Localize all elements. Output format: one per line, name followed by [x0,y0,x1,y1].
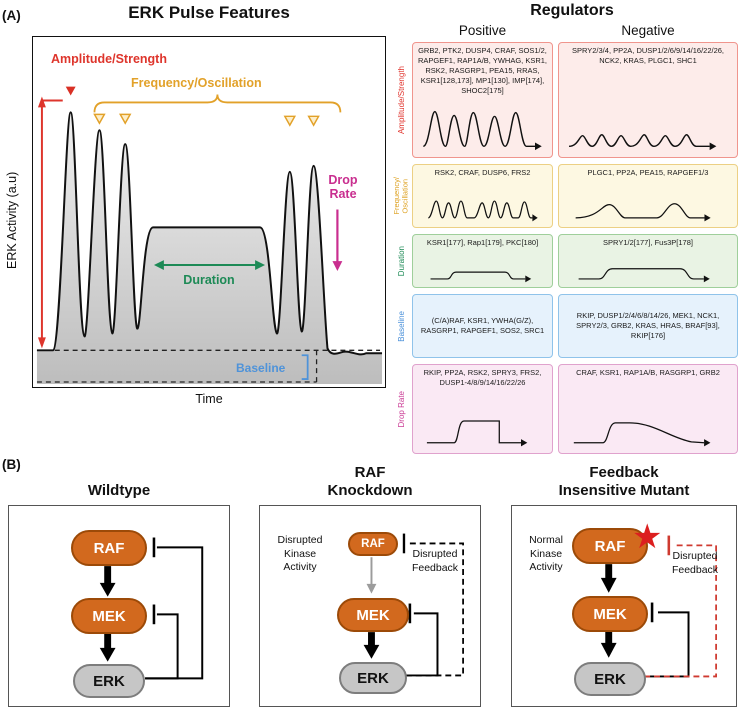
mek-node: MEK [337,598,409,632]
duration-positive-cell: KSR1[177], Rap1[179], PKC[180] [412,234,553,288]
amplitude-negative-genes: SPRY2/3/4, PP2A, DUSP1/2/6/9/14/16/22/26… [571,46,725,65]
waveform-frequency-positive-icon [427,200,538,222]
frequency-marker-triangles [93,113,320,127]
column-header-negative: Negative [621,23,675,38]
feedback-insensitive-title: Feedback Insensitive Mutant [558,464,690,499]
erk-curve-fill [36,112,383,385]
column-header-positive: Positive [458,23,507,38]
frequency-negative-genes: PLGC1, PP2A, PEA15, RAPGEF1/3 [587,168,709,177]
row-label-frequency-oscillation: Frequency/ Oscillation [392,177,410,215]
amplitude-marker-triangle [65,86,76,96]
drop-rate-positive-cell: RKIP, PP2A, RSK2, SPRY3, FRS2, DUSP1-4/8… [412,364,553,454]
amplitude-negative-cell: SPRY2/3/4, PP2A, DUSP1/2/6/9/14/16/22/26… [558,42,738,158]
waveform-amplitude-negative-icon [568,134,717,151]
feedback-insensitive-arrows-svg [600,535,717,678]
duration-annotation: Duration [183,273,235,287]
raf-knockdown-diagram: RAF MEK ERK Disrupted Kinase Activity Di… [259,505,481,707]
raf-node: RAF [348,532,398,556]
row-label-amplitude-strength: Amplitude/Strength [397,65,407,135]
row-label-baseline: Baseline [397,310,407,342]
frequency-negative-cell: PLGC1, PP2A, PEA15, RAPGEF1/3 [558,164,738,228]
raf-knockdown-arrows-svg [363,533,464,677]
drop-rate-negative-cell: CRAF, KSR1, RAP1A/B, RASGRP1, GRB2 [558,364,738,454]
regulators-title: Regulators [530,2,614,19]
x-axis-label: Time [195,392,223,406]
erk-pulse-plot: Amplitude/Strength Frequency/Oscillation… [32,36,386,388]
drop-rate-negative-genes: CRAF, KSR1, RAP1A/B, RASGRP1, GRB2 [576,368,720,377]
y-axis-label: ERK Activity (a.u) [5,171,19,269]
erk-trace-svg [36,86,383,385]
baseline-dashed-lines [36,349,381,383]
raf-node: RAF [71,530,147,566]
baseline-positive-cell: (C/A)RAF, KSR1, YWHA(G/Z), RASGRP1, RAPG… [412,294,553,358]
row-label-duration: Duration [397,245,407,277]
erk-node: ERK [574,662,646,696]
mek-node: MEK [71,598,147,634]
amplitude-arrowhead-top [37,96,46,108]
row-label-drop-rate: Drop Rate [397,390,407,428]
amplitude-measure-arrow [40,99,63,343]
raf-node: RAF [572,528,648,564]
erk-node: ERK [73,664,145,698]
feedback-insensitive-diagram: RAF MEK ERK ★ Normal Kinase Activity Dis… [511,505,737,707]
red-star-icon: ★ [632,518,663,556]
disrupted-feedback-note: Disrupted Feedback [671,550,719,576]
feedback-erk-to-mek [405,612,439,677]
frequency-brace [93,94,342,113]
mek-node: MEK [572,596,648,632]
duration-arrowhead-left [153,260,164,270]
baseline-bracket [301,354,309,380]
normal-kinase-note: Normal Kinase Activity [529,534,563,574]
feedback-erk-to-mek [145,613,179,680]
wildtype-diagram: RAF MEK ERK [8,505,230,707]
duration-negative-genes: SPRY1/2[177], Fus3P[178] [603,238,693,247]
frequency-positive-cell: RSK2, CRAF, DUSP6, FRS2 [412,164,553,228]
baseline-negative-genes: RKIP, DUSP1/2/4/6/8/14/26, MEK1, NCK1, S… [576,311,720,340]
baseline-negative-cell: RKIP, DUSP1/2/4/6/8/14/26, MEK1, NCK1, S… [558,294,738,358]
baseline-annotation: Baseline [236,361,286,375]
waveform-duration-negative-icon [578,268,710,283]
disrupted-kinase-note: Disrupted Kinase Activity [277,534,323,574]
duration-positive-genes: KSR1[177], Rap1[179], PKC[180] [426,238,539,247]
drop-rate-positive-genes: RKIP, PP2A, RSK2, SPRY3, FRS2, DUSP1-4/8… [423,368,542,387]
erk-node: ERK [339,662,407,694]
panel-b-label: (B) [2,457,21,472]
amplitude-annotation: Amplitude/Strength [51,52,167,66]
drop-rate-arrowhead [332,261,343,271]
amplitude-positive-cell: GRB2, PTK2, DUSP4, CRAF, SOS1/2, RAPGEF1… [412,42,553,158]
plot-title: ERK Pulse Features [128,3,290,22]
disrupted-feedback-erk-to-raf [405,542,464,677]
waveform-duration-positive-icon [430,271,531,283]
drop-rate-annotation: Drop Rate [328,173,358,202]
frequency-annotation: Frequency/Oscillation [131,76,262,90]
waveform-drop-rate-negative-icon [573,422,711,447]
raf-knockdown-title: RAF Knockdown [327,464,413,499]
baseline-positive-genes: (C/A)RAF, KSR1, YWHA(G/Z), RASGRP1, RAPG… [420,316,545,335]
duration-negative-cell: SPRY1/2[177], Fus3P[178] [558,234,738,288]
waveform-drop-rate-positive-icon [426,420,527,447]
disrupted-feedback-note: Disrupted Feedback [411,548,459,574]
waveform-amplitude-positive-icon [422,110,542,151]
wildtype-arrows-svg [99,537,204,680]
amplitude-arrowhead-bottom [37,337,46,349]
amplitude-positive-genes: GRB2, PTK2, DUSP4, CRAF, SOS1/2, RAPGEF1… [417,46,548,95]
waveform-frequency-negative-icon [575,203,711,222]
panel-a-label: (A) [2,8,21,23]
duration-arrowhead-right [255,260,266,270]
frequency-positive-genes: RSK2, CRAF, DUSP6, FRS2 [434,168,531,177]
wildtype-title: Wildtype [87,482,151,499]
erk-curve-line [36,111,383,356]
